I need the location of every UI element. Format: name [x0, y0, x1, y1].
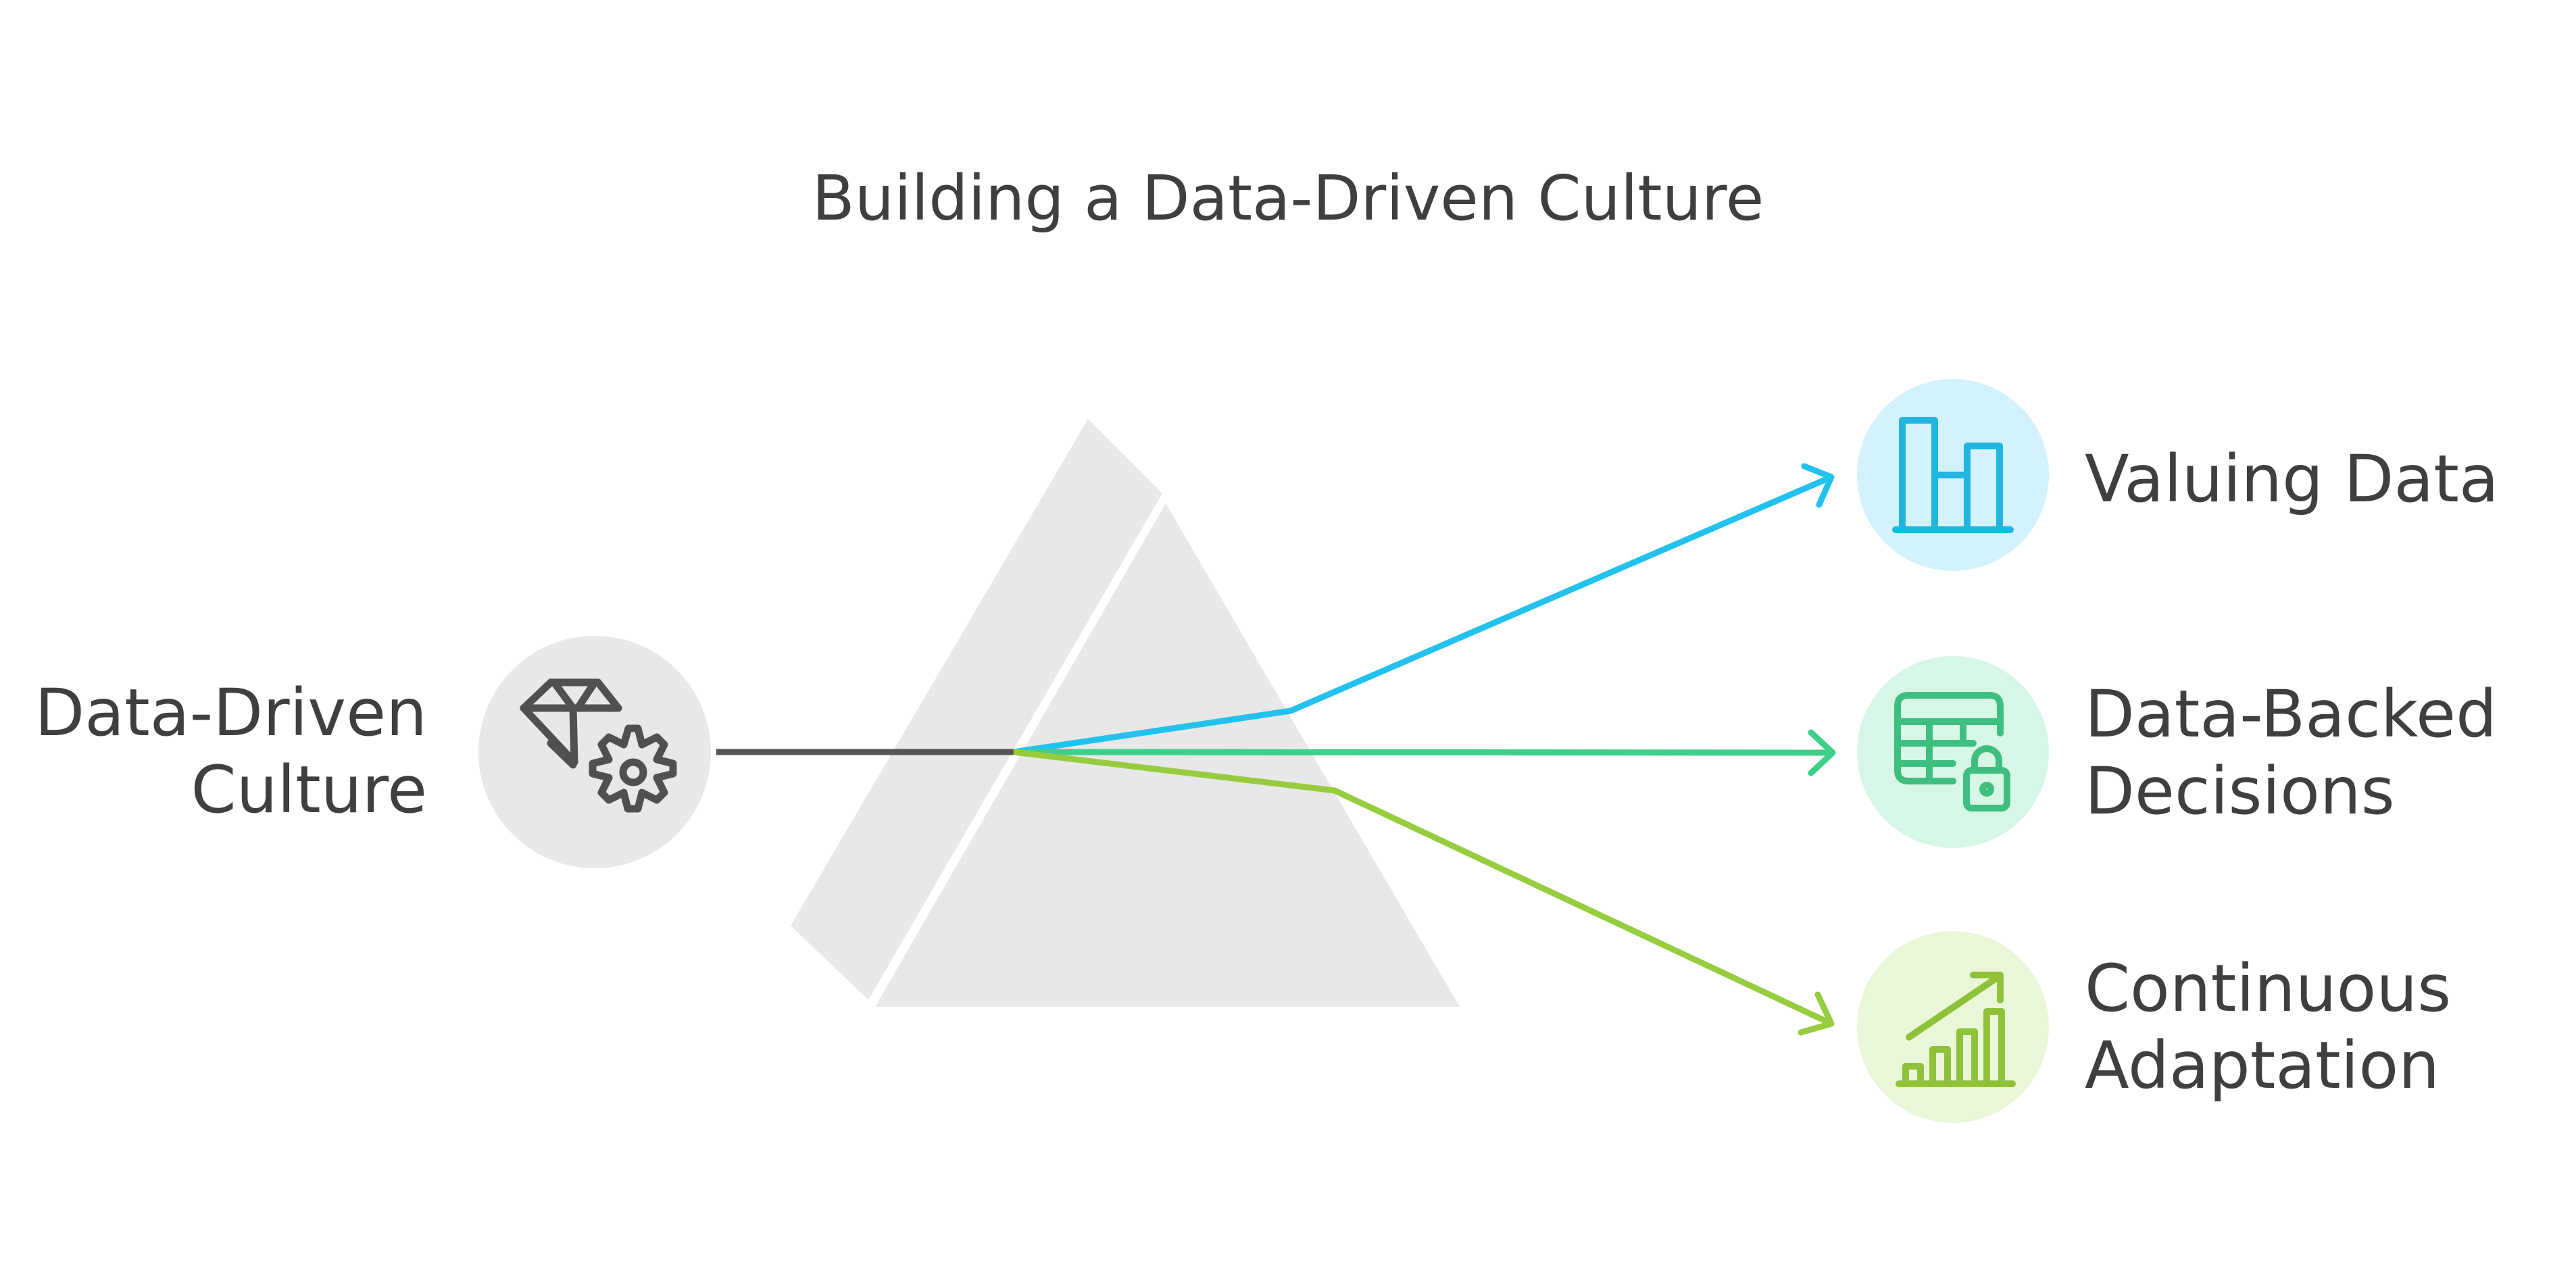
source-label: Data-Driven Culture	[34, 674, 427, 828]
arrowhead-valuing-data	[1801, 463, 1835, 508]
prism-left-face	[791, 419, 1162, 1000]
output-circle-continuous-adaptation	[1857, 931, 2049, 1123]
arrowhead-data-backed-decisions	[1808, 729, 1836, 776]
prism	[791, 419, 1460, 1007]
output-label-line-2: Decisions	[2085, 753, 2395, 829]
output-label-line-1: Valuing Data	[2085, 441, 2499, 517]
output-label-valuing-data: Valuing Data	[2085, 441, 2499, 518]
source-label-line-1: Data-Driven	[34, 675, 427, 751]
output-label-data-backed-decisions: Data-Backed Decisions	[2085, 676, 2497, 830]
source-label-line-2: Culture	[191, 752, 427, 828]
source-circle	[478, 636, 711, 868]
gem-gear-icon	[520, 678, 677, 813]
output-circle-data-backed-decisions	[1857, 656, 2049, 848]
output-beam-continuous-adaptation	[1013, 749, 1833, 1027]
output-beam-valuing-data	[1013, 474, 1833, 755]
arrowhead-continuous-adaptation	[1798, 991, 1835, 1036]
output-label-line-1: Continuous	[2085, 951, 2452, 1026]
locked-table-icon	[1894, 692, 2010, 811]
output-beam-data-backed-decisions	[1013, 749, 1833, 756]
diagram-title: Building a Data-Driven Culture	[812, 162, 1764, 234]
output-label-line-1: Data-Backed	[2085, 676, 2498, 752]
growth-chart-icon	[1896, 972, 2016, 1087]
output-label-line-2: Adaptation	[2085, 1028, 2440, 1103]
output-label-continuous-adaptation: Continuous Adaptation	[2085, 950, 2451, 1104]
bar-chart-icon	[1892, 417, 2014, 533]
